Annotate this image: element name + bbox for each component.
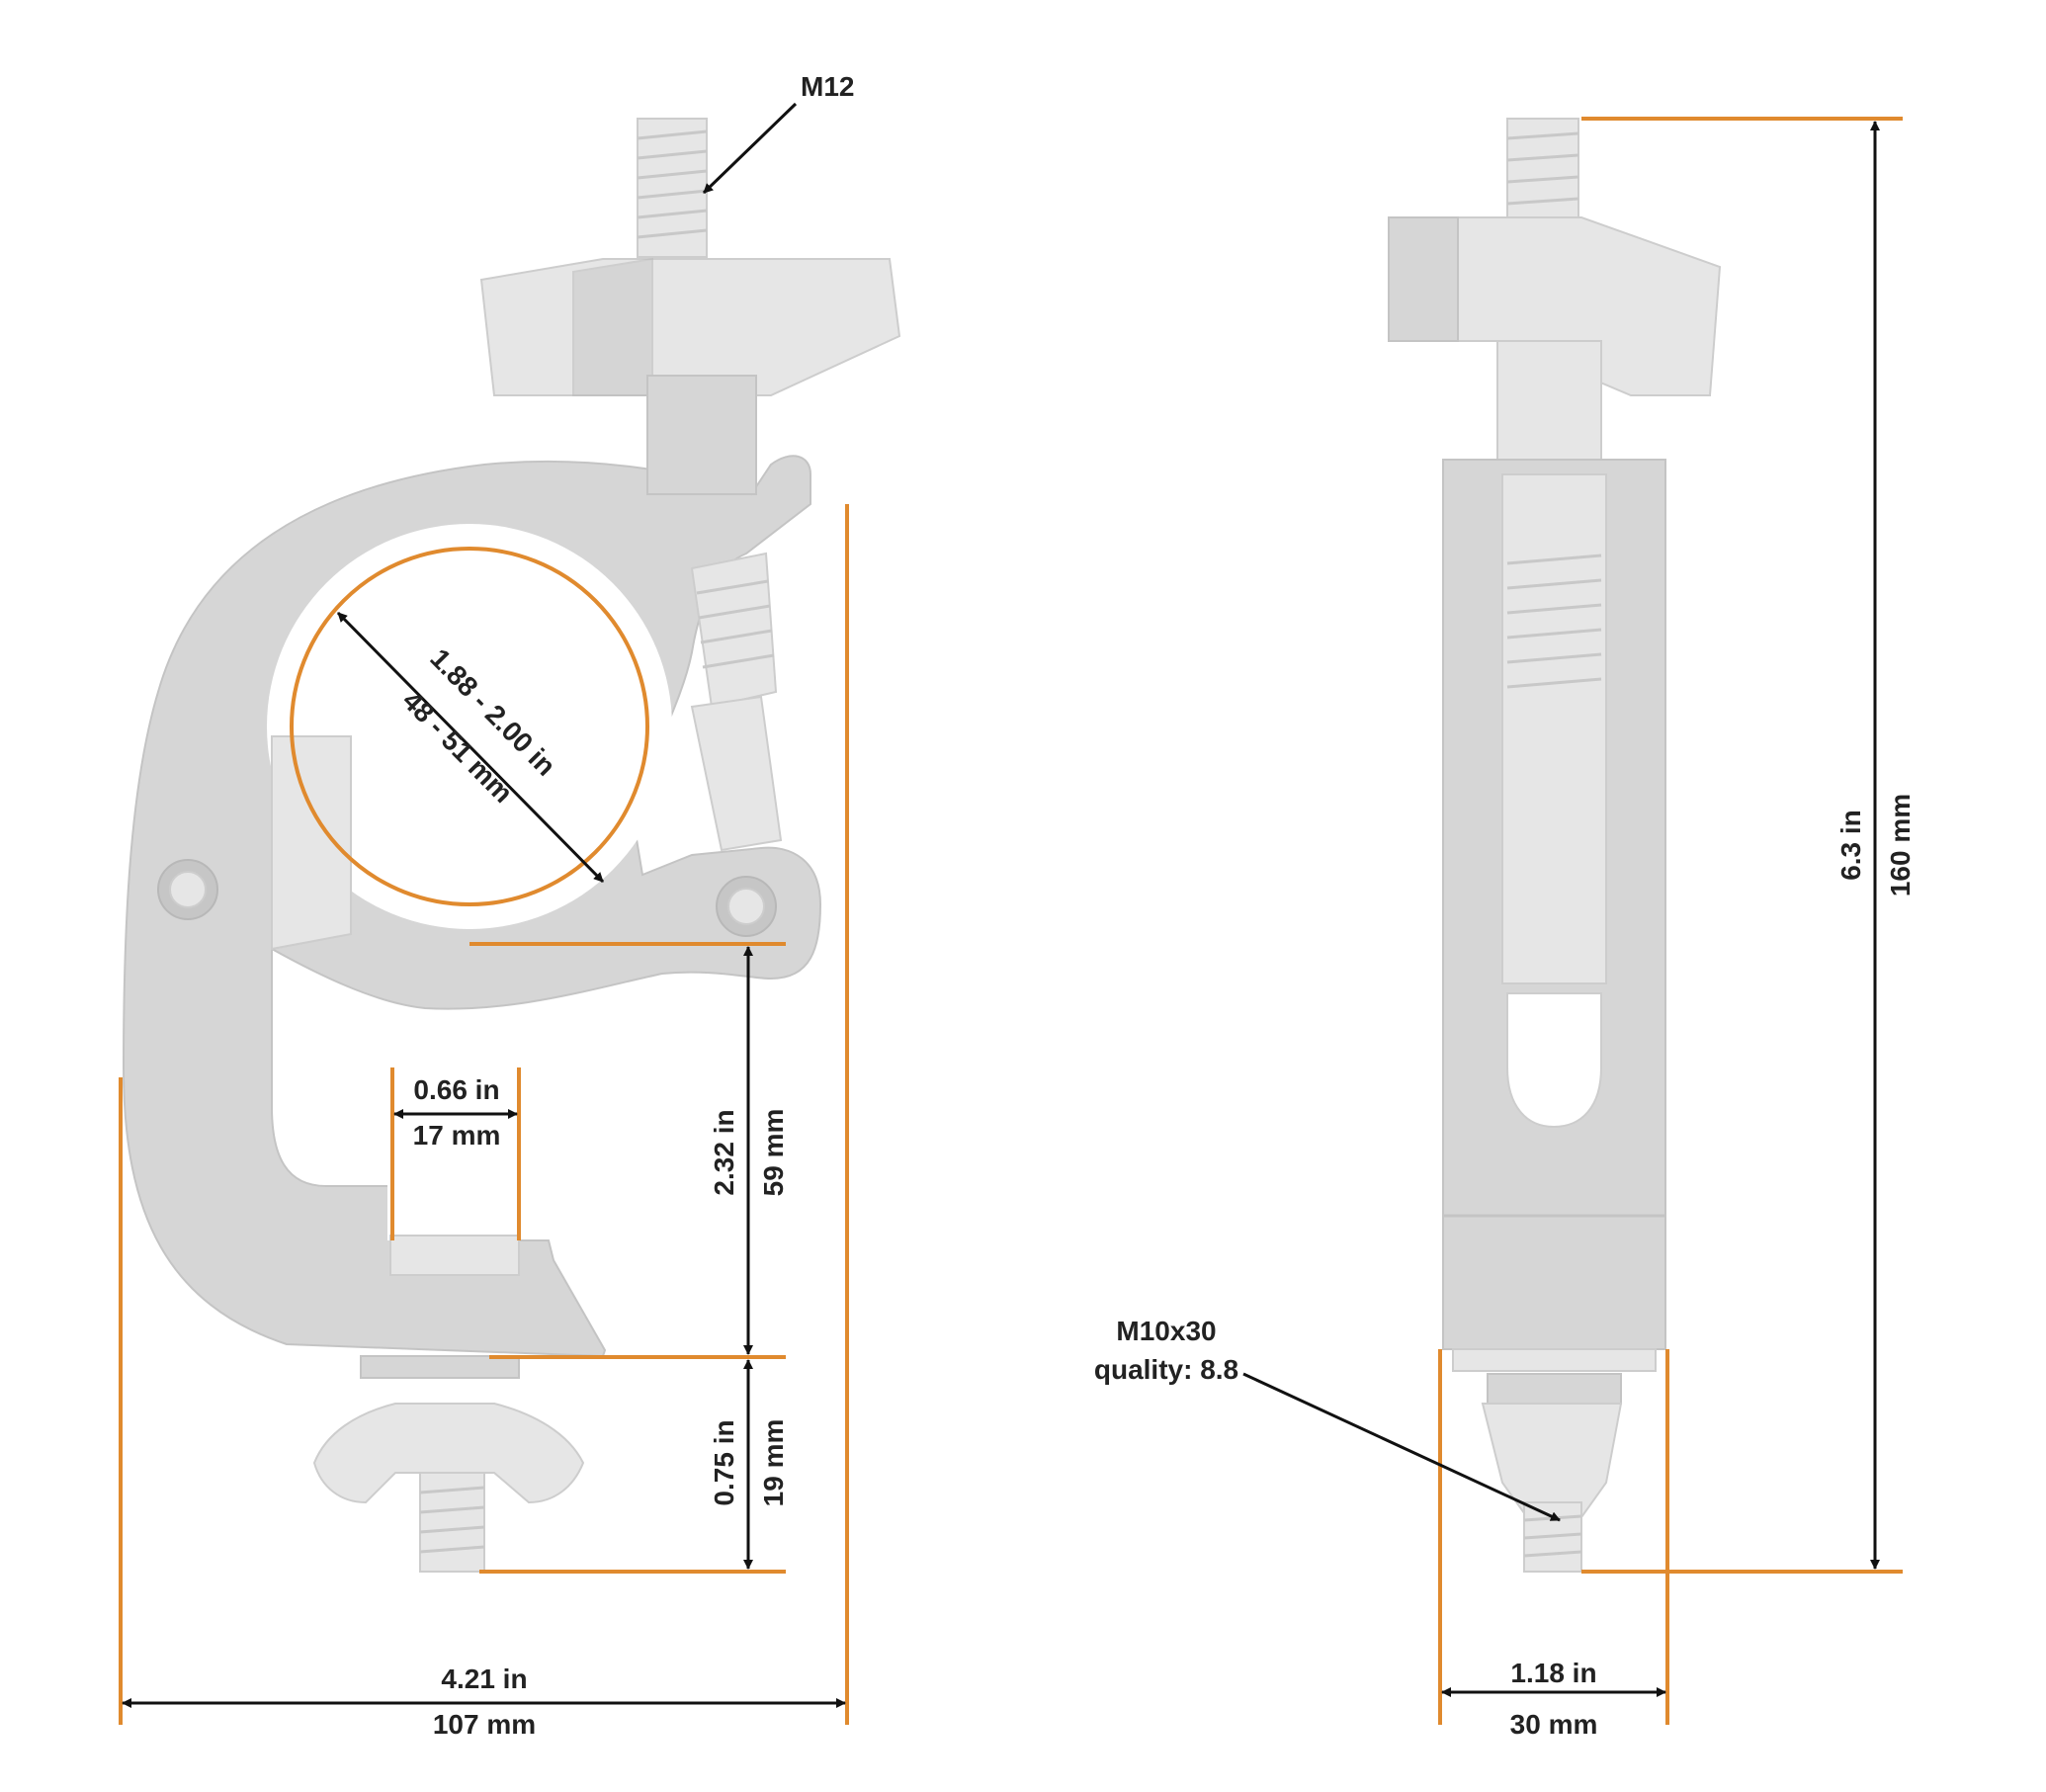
side-view: 6.3 in 160 mm M10x30 quality: 8.8 1.18 i… — [1094, 117, 1916, 1740]
side-top-thread-lines — [1506, 131, 1579, 206]
slot-cutout — [387, 1063, 520, 1240]
m10-leader — [1242, 1372, 1561, 1522]
bottom-washer — [360, 1355, 520, 1379]
side-arrows — [1242, 121, 1880, 1697]
protrusion-metric: 19 mm — [758, 1419, 789, 1507]
jaw-height-imperial: 2.32 in — [709, 1109, 739, 1195]
top-screw-thread-lines — [637, 129, 708, 239]
pivot-bolt-left-inner — [169, 871, 207, 908]
slot-insert — [389, 1235, 520, 1276]
slot-width-metric: 17 mm — [413, 1120, 501, 1151]
m12-leader — [702, 102, 798, 195]
screw-shaft — [690, 695, 783, 852]
overall-height-metric: 160 mm — [1885, 794, 1916, 896]
side-nut-base — [1487, 1373, 1622, 1405]
side-t-handle-face — [1388, 216, 1459, 342]
overall-depth-imperial: 1.18 in — [1510, 1658, 1596, 1688]
overall-width-metric: 107 mm — [433, 1709, 536, 1740]
front-dimension-lines — [119, 504, 849, 1725]
slot-width-imperial: 0.66 in — [413, 1074, 499, 1105]
lower-screw-thread-lines — [696, 579, 775, 669]
jaw-height-metric: 59 mm — [758, 1109, 789, 1197]
wing-nut — [312, 1403, 585, 1504]
side-slot — [1506, 992, 1602, 1129]
m12-label: M12 — [801, 71, 854, 102]
side-collar — [1496, 340, 1602, 466]
tube-diameter-arrow — [336, 611, 605, 884]
overall-depth-metric: 30 mm — [1510, 1709, 1598, 1740]
pivot-bolt-right-inner — [727, 888, 765, 925]
screw-collar — [646, 375, 757, 495]
side-wing-nut — [1481, 1403, 1623, 1518]
overall-height-imperial: 6.3 in — [1835, 810, 1866, 881]
lower-screw-thread — [690, 552, 778, 709]
tube-diameter-circle — [290, 547, 649, 906]
bottom-bolt-thread-lines — [419, 1486, 485, 1554]
side-body-inner — [1501, 473, 1607, 984]
m10-label-line2: quality: 8.8 — [1094, 1354, 1238, 1385]
front-arrows — [122, 102, 846, 1708]
side-dimension-lines — [1438, 117, 1903, 1725]
front-view: M12 1.88 - 2.00 in 48 - 51 mm 0.66 in 17… — [119, 71, 901, 1740]
overall-width-imperial: 4.21 in — [441, 1664, 527, 1694]
t-handle-shade — [572, 257, 653, 396]
side-washer — [1452, 1348, 1657, 1372]
side-thread-lines — [1506, 554, 1602, 689]
protrusion-imperial: 0.75 in — [709, 1419, 739, 1505]
lever-plate — [271, 735, 352, 951]
m10-label-line1: M10x30 — [1116, 1316, 1216, 1346]
